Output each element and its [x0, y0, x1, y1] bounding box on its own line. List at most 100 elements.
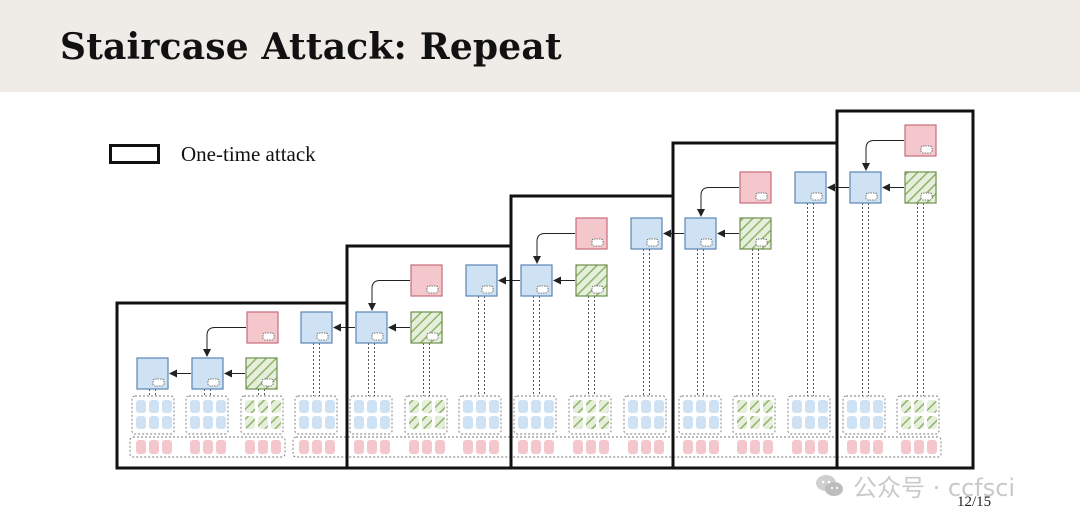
block-slot	[152, 378, 165, 387]
token	[409, 416, 419, 429]
legend-swatch	[109, 144, 160, 164]
token	[628, 400, 638, 413]
token	[136, 400, 146, 413]
curved-arrow	[203, 327, 246, 357]
token	[190, 400, 200, 413]
page-number: 12/15	[957, 494, 992, 510]
pink-token	[312, 440, 322, 454]
pink-token	[367, 440, 377, 454]
token	[696, 400, 706, 413]
token	[422, 416, 432, 429]
pink-token	[573, 440, 583, 454]
token	[271, 416, 281, 429]
pink-token	[763, 440, 773, 454]
pink-token	[354, 440, 364, 454]
token-group-frame	[896, 395, 940, 435]
token	[573, 416, 583, 429]
token	[149, 400, 159, 413]
pink-token	[860, 440, 870, 454]
token-group-frame	[787, 395, 831, 435]
pink-token	[435, 440, 445, 454]
pink-token	[190, 440, 200, 454]
token	[476, 400, 486, 413]
token	[763, 416, 773, 429]
token	[573, 400, 583, 413]
pink-token	[544, 440, 554, 454]
token	[162, 400, 172, 413]
pink-token	[216, 440, 226, 454]
token	[709, 416, 719, 429]
token	[654, 416, 664, 429]
token	[683, 400, 693, 413]
pink-token	[641, 440, 651, 454]
block-slot	[591, 285, 604, 294]
token	[312, 416, 322, 429]
token	[216, 400, 226, 413]
token	[518, 400, 528, 413]
pink-token	[709, 440, 719, 454]
token	[367, 416, 377, 429]
token	[203, 416, 213, 429]
curved-arrow	[368, 280, 410, 311]
pink-token	[245, 440, 255, 454]
block-slot	[262, 332, 275, 341]
token	[435, 400, 445, 413]
blue-block	[191, 357, 224, 390]
token	[544, 400, 554, 413]
token	[599, 416, 609, 429]
pink-token	[873, 440, 883, 454]
curved-arrow	[697, 187, 739, 217]
token-group-frame	[349, 395, 393, 435]
pink-token	[737, 440, 747, 454]
token	[409, 400, 419, 413]
pink-token	[654, 440, 664, 454]
pink-token	[901, 440, 911, 454]
token	[737, 400, 747, 413]
token	[847, 416, 857, 429]
token-group-frame	[294, 395, 338, 435]
token-group-frame	[240, 395, 284, 435]
token-group-frame	[678, 395, 722, 435]
block-slot	[261, 378, 274, 387]
block-slot	[920, 192, 933, 201]
token	[489, 400, 499, 413]
pink-token	[683, 440, 693, 454]
token	[190, 416, 200, 429]
token	[367, 400, 377, 413]
token-group-frame	[568, 395, 612, 435]
block-slot	[700, 238, 713, 247]
token	[901, 416, 911, 429]
token	[683, 416, 693, 429]
token	[654, 400, 664, 413]
pink-token	[489, 440, 499, 454]
title-bar	[0, 0, 1080, 92]
block-slot	[316, 332, 329, 341]
block-slot	[591, 238, 604, 247]
green-block	[739, 217, 772, 250]
pink-token	[299, 440, 309, 454]
token	[203, 400, 213, 413]
token	[914, 400, 924, 413]
token	[818, 400, 828, 413]
block-slot	[536, 285, 549, 294]
token	[805, 400, 815, 413]
curved-arrow	[862, 140, 904, 171]
token	[435, 416, 445, 429]
token	[271, 400, 281, 413]
block-slot	[426, 285, 439, 294]
legend-label: One-time attack	[181, 142, 316, 166]
pink-token	[914, 440, 924, 454]
token-group-frame	[732, 395, 776, 435]
block-slot	[646, 238, 659, 247]
token	[860, 400, 870, 413]
block-slot	[481, 285, 494, 294]
block-slot	[371, 332, 384, 341]
wechat-icon	[816, 474, 843, 496]
slide-title: Staircase Attack: Repeat	[60, 26, 562, 68]
token	[531, 400, 541, 413]
token-group-frame	[458, 395, 502, 435]
token	[641, 400, 651, 413]
token	[312, 400, 322, 413]
block-slot	[755, 192, 768, 201]
